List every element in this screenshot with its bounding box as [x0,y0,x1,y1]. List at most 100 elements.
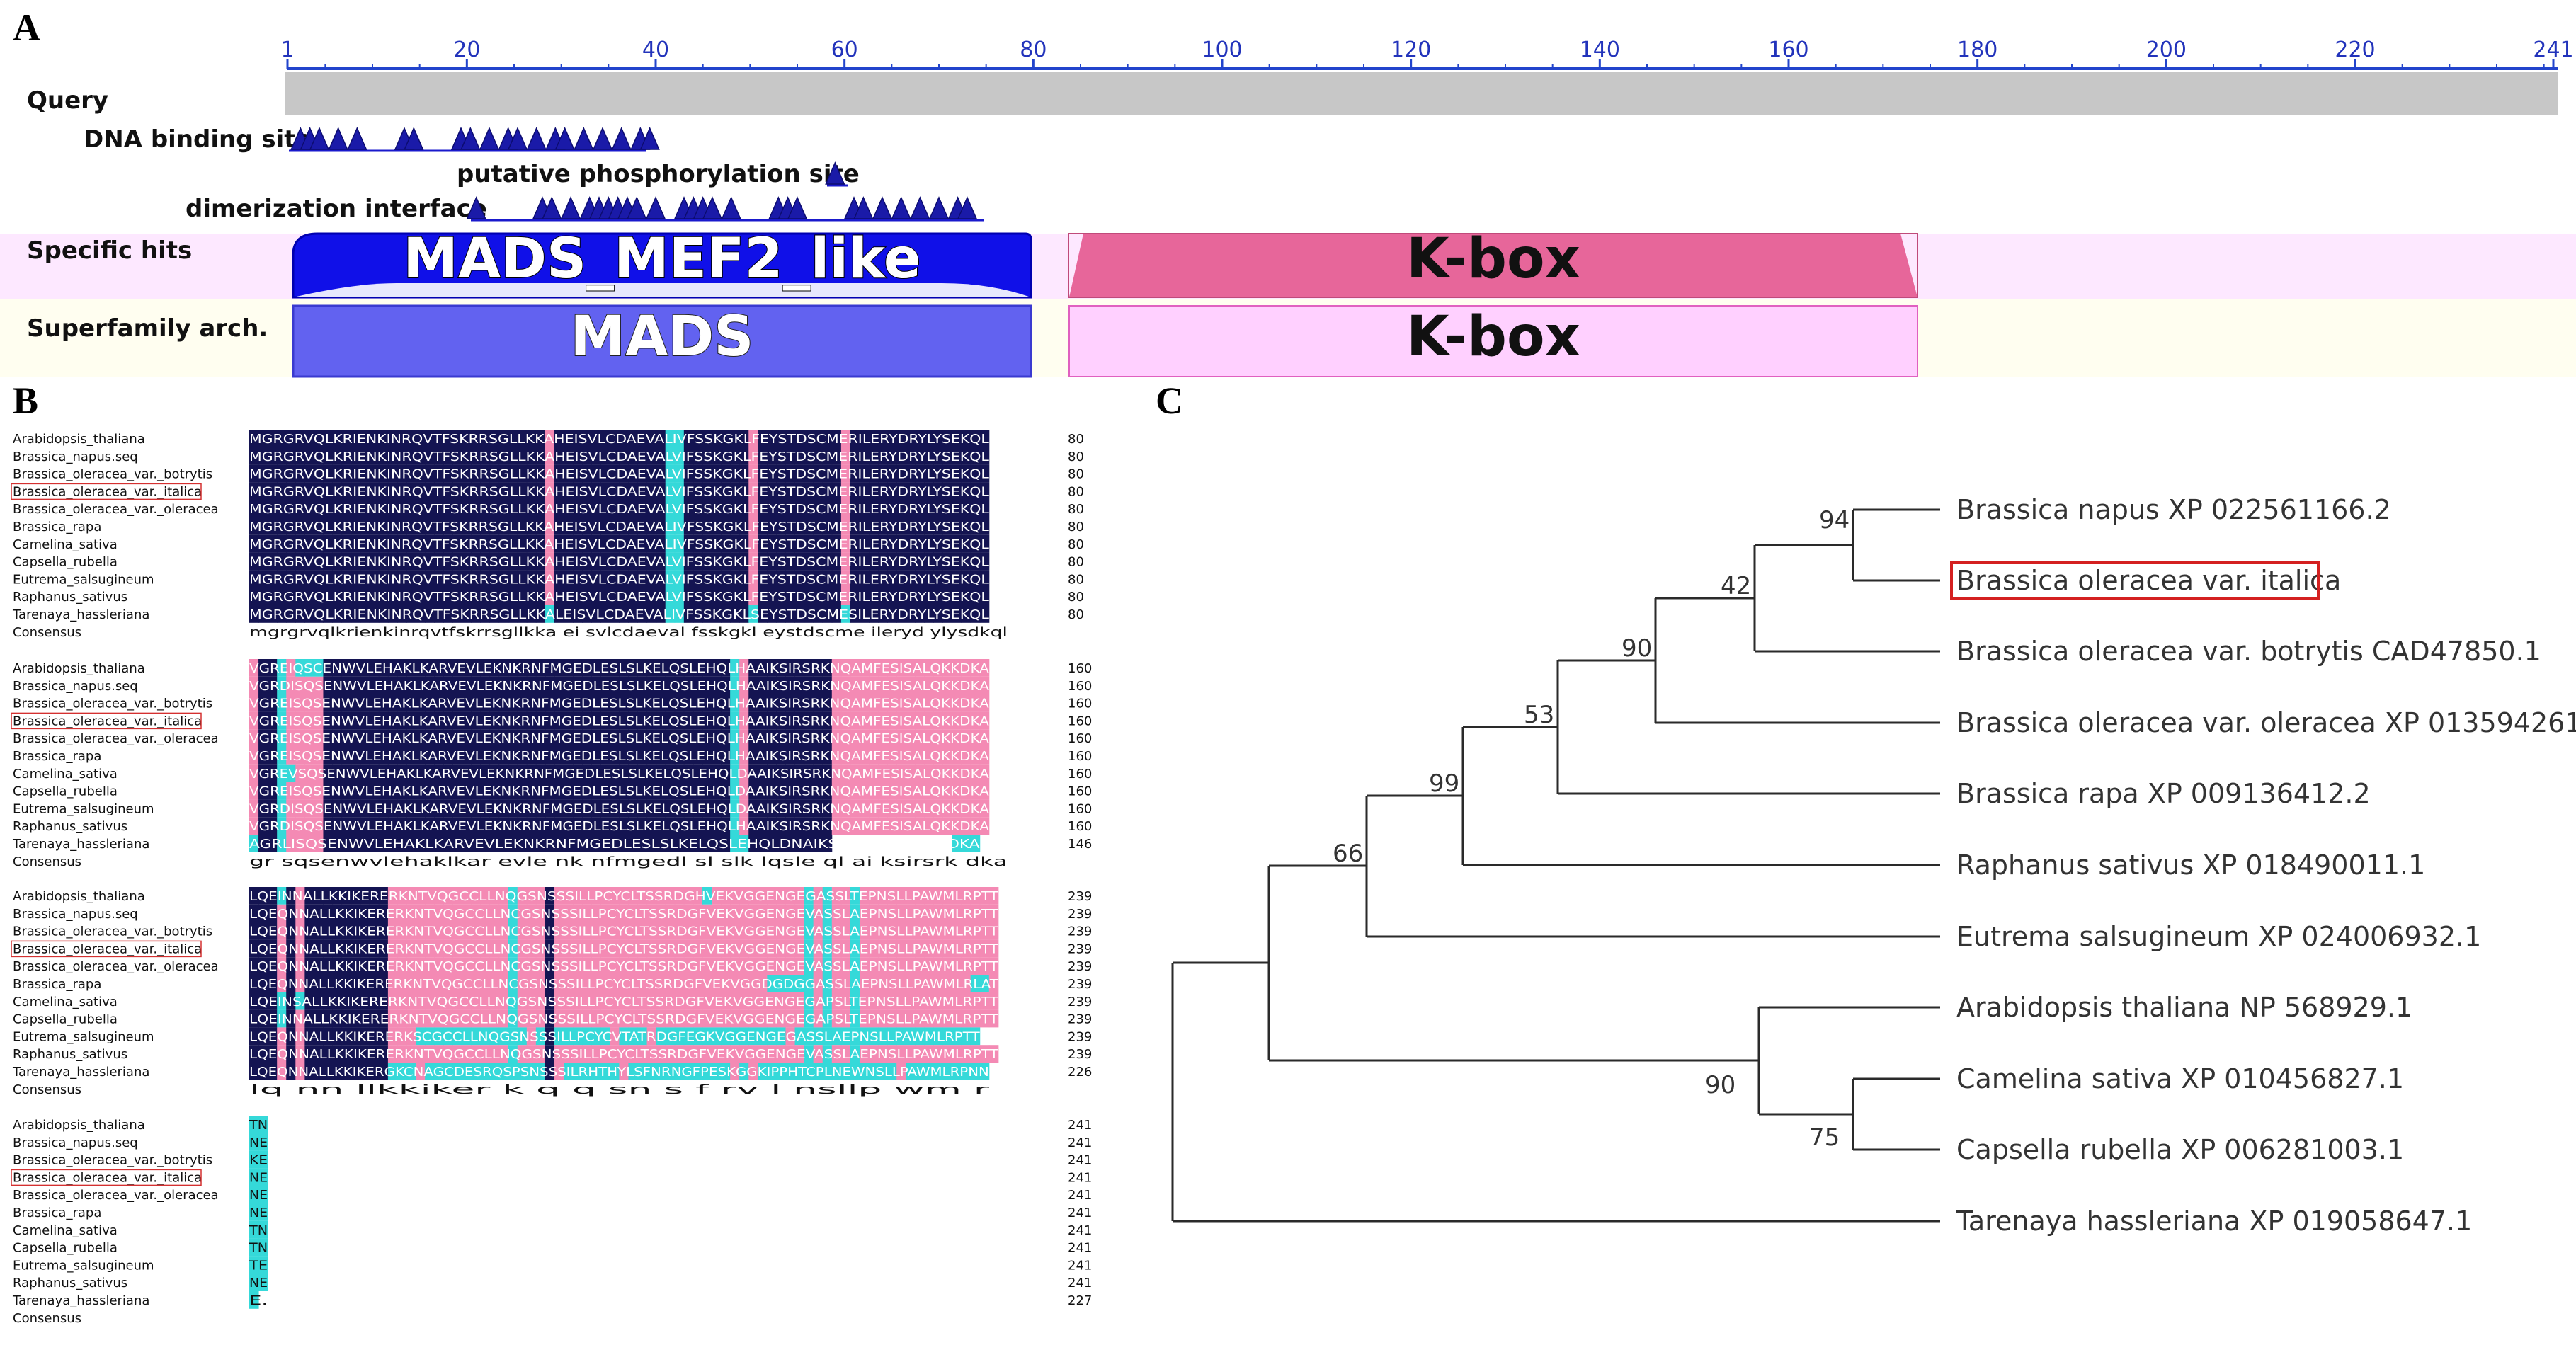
alignment-cell [610,588,620,605]
alignment-cell [295,447,305,465]
aligned-sequence: MGRGRVQLKRIENKINRQVTFSKRRSGLLKKAHEISVLCD… [249,467,989,482]
alignment-cell [416,939,426,958]
alignment-cell [822,782,833,800]
alignment-cell [277,570,287,588]
alignment-cell [277,992,287,1010]
site-marker [309,127,330,150]
alignment-cell [508,782,518,800]
alignment-cell [323,817,334,835]
alignment-cell [416,904,426,922]
alignment-cell [637,447,648,465]
alignment-cell [776,447,786,465]
alignment-cell [406,1063,416,1080]
alignment-cell [526,887,537,905]
alignment-cell [425,588,435,605]
alignment-cell [582,534,592,553]
alignment-cell [443,482,453,500]
alignment-cell [979,922,990,940]
alignment-cell [758,1009,768,1028]
alignment-cell [258,904,268,922]
alignment-cell [979,747,990,765]
alignment-cell [896,957,906,975]
alignment-cell [508,835,518,852]
alignment-cell [452,939,462,958]
alignment-cell [804,517,814,535]
alignment-cell [508,747,518,765]
alignment-cell [452,711,462,730]
alignment-cell [397,904,407,922]
alignment-cell [674,1063,685,1080]
alignment-cell [416,517,426,535]
alignment-cell [988,1045,999,1063]
dna-binding-site-markers [290,127,660,150]
alignment-cell [702,464,712,483]
alignment-cell [961,817,971,835]
alignment-cell [730,992,740,1010]
alignment-cell [508,430,518,447]
site-marker [825,161,845,185]
alignment-cell [498,694,509,712]
alignment-cell [249,1168,259,1186]
alignment-cell [942,552,953,571]
alignment-cell [480,975,491,992]
alignment-cell [341,482,352,500]
alignment-cell [351,747,361,765]
alignment-cell [406,676,416,694]
aligned-sequence: LQEQNNALLKKIKERERKNTVQGCCLLNCGSNSSSILLPC… [249,925,999,939]
alignment-cell [739,1045,749,1063]
alignment-cell [564,1009,574,1028]
alignment-cell [369,764,380,782]
species-label: Brassica_napus.seq [13,1135,138,1150]
alignment-cell [434,992,444,1010]
alignment-cell [480,764,491,782]
alignment-cell [859,570,870,588]
alignment-cell [804,500,814,517]
alignment-cell [610,464,620,483]
alignment-cell [767,659,777,677]
alignment-cell [850,552,860,571]
species-label: Brassica_oleracea_var._oleracea [13,959,219,974]
alignment-cell [378,694,389,712]
alignment-cell [646,552,657,571]
alignment-cell [341,747,352,765]
alignment-cell [776,904,786,922]
alignment-cell [535,482,546,500]
alignment-cell [526,764,537,782]
alignment-cell [906,447,916,465]
alignment-cell [498,1063,509,1080]
alignment-cell [425,939,435,958]
alignment-cell [767,517,777,535]
alignment-cell [961,975,971,992]
alignment-cell [258,817,268,835]
alignment-cell [434,588,444,605]
alignment-cell [397,1027,407,1046]
alignment-cell [277,904,287,922]
alignment-cell [952,922,962,940]
alignment-cell [887,992,897,1010]
highlighted-species-box [11,1169,202,1186]
alignment-cell [712,887,722,905]
alignment-cell [489,1063,500,1080]
alignment-cell [822,659,833,677]
alignment-cell [712,992,722,1010]
alignment-cell [730,729,740,747]
alignment-cell [341,676,352,694]
alignment-cell [739,904,749,922]
alignment-cell [712,764,722,782]
alignment-cell [545,517,555,535]
alignment-cell [554,764,564,782]
alignment-cell [776,939,786,958]
alignment-cell [693,605,703,623]
alignment-cell [462,447,472,465]
alignment-cell [434,517,444,535]
alignment-cell [535,957,546,975]
alignment-cell [286,1009,296,1028]
alignment-cell [646,1045,657,1063]
alignment-cell [822,500,833,517]
alignment-cell [341,782,352,800]
alignment-cell [693,517,703,535]
alignment-cell [249,1220,259,1239]
alignment-cell [721,659,731,677]
alignment-cell [573,957,583,975]
alignment-cell [573,694,583,712]
